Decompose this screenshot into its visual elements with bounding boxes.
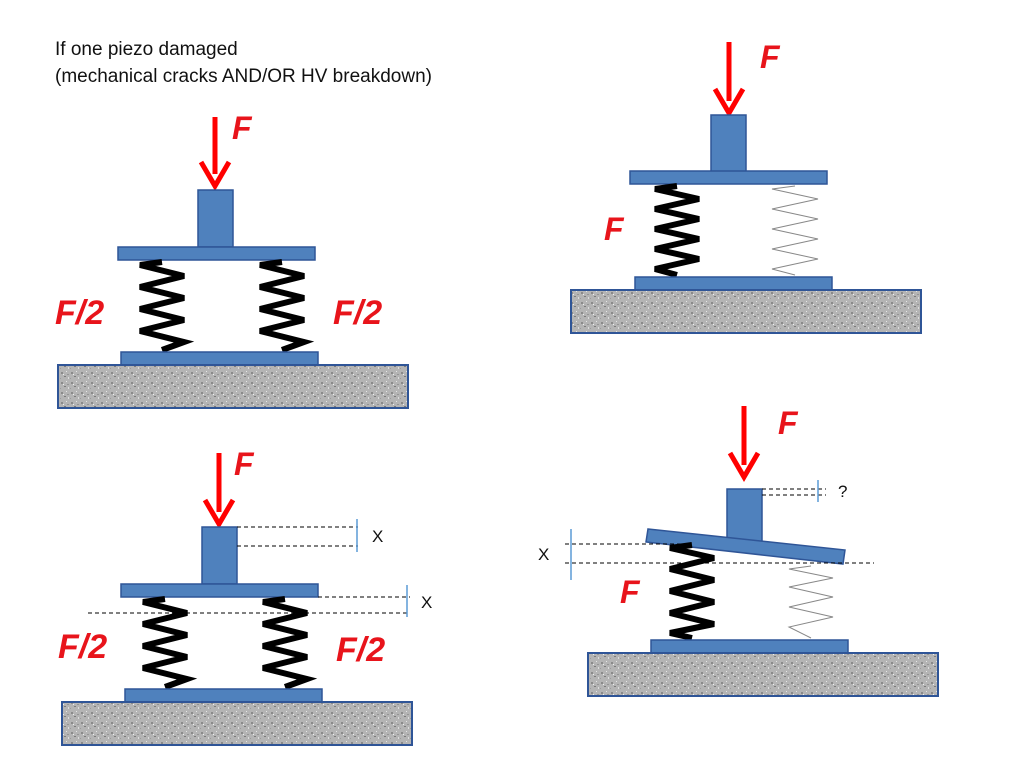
plate-displacement-dimension: X xyxy=(88,585,432,617)
force-arrow-icon xyxy=(198,117,232,191)
ground-block-icon xyxy=(570,289,922,334)
spring-icon xyxy=(142,596,198,690)
title-block: If one piezo damaged (mechanical cracks … xyxy=(55,36,432,90)
plate-displacement-label: X xyxy=(421,593,432,612)
tilted-top-plate xyxy=(645,528,846,565)
bottom-plate xyxy=(650,639,849,654)
right-load-label: F/2 xyxy=(336,631,385,669)
panel-bottom-left: F F/2 F/2 X X xyxy=(58,446,432,746)
force-label: F xyxy=(760,39,781,75)
spring-icon xyxy=(654,183,700,278)
top-plate xyxy=(629,170,828,185)
right-load-label: F/2 xyxy=(333,294,382,332)
piston xyxy=(201,526,238,585)
force-label: F xyxy=(778,405,799,441)
spring-load-label: F xyxy=(604,211,625,247)
ground-block-icon xyxy=(61,701,413,746)
unknown-displacement-label: ? xyxy=(838,482,847,501)
damaged-spring-icon xyxy=(771,185,819,276)
panel-top-right: F F xyxy=(570,39,922,334)
force-arrow-icon xyxy=(202,453,236,529)
plate-displacement-label: X xyxy=(538,545,549,564)
force-arrow-icon xyxy=(727,406,761,482)
left-load-label: F/2 xyxy=(58,628,107,666)
top-plate xyxy=(120,583,319,598)
bottom-plate xyxy=(120,351,319,366)
piston xyxy=(710,114,747,173)
piston-displacement-dimension: ? xyxy=(762,480,847,502)
left-load-label: F/2 xyxy=(55,294,104,332)
force-arrow-icon xyxy=(712,42,746,118)
spring-icon xyxy=(669,542,715,641)
ground-block-icon xyxy=(587,652,939,697)
spring-icon xyxy=(262,596,318,690)
piston xyxy=(197,189,234,248)
top-plate xyxy=(117,246,316,261)
plate-displacement-dimension: X xyxy=(538,529,874,580)
title-line-1: If one piezo damaged xyxy=(55,39,238,60)
piston-displacement-dimension: X xyxy=(237,519,383,552)
damaged-spring-icon xyxy=(787,565,834,639)
spring-icon xyxy=(139,259,195,353)
bottom-plate xyxy=(124,688,323,703)
piston-displacement-label: X xyxy=(372,527,383,546)
ground-block-icon xyxy=(57,364,409,409)
panel-top-left: F F/2 F/2 xyxy=(55,110,409,409)
panel-bottom-right: F F ? X xyxy=(538,405,939,697)
title-line-2: (mechanical cracks AND/OR HV breakdown) xyxy=(55,66,432,87)
force-label: F xyxy=(234,446,255,482)
spring-load-label: F xyxy=(620,574,641,610)
spring-icon xyxy=(259,259,315,353)
piston xyxy=(726,488,763,544)
force-label: F xyxy=(232,110,253,146)
bottom-plate xyxy=(634,276,833,291)
